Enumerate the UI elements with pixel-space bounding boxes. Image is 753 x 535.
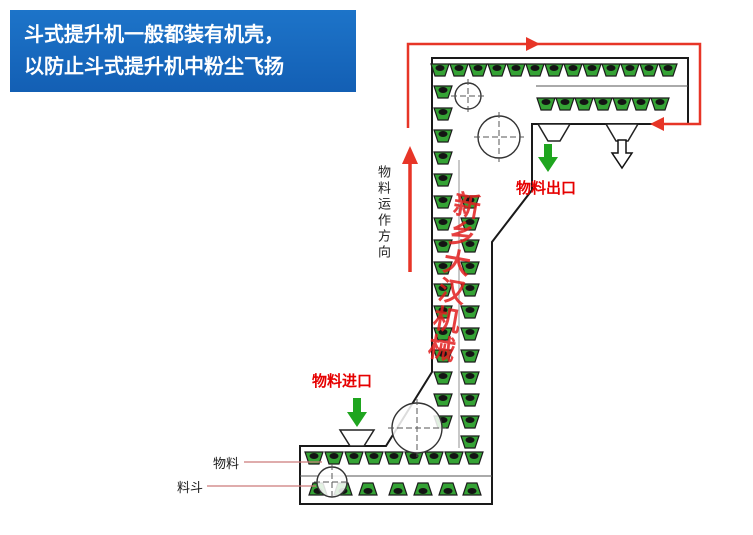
outlet-down-arrow-icon (538, 144, 558, 172)
flow-path-arrow-icon (406, 37, 702, 131)
info-box-line1: 斗式提升机一般都装有机壳， (24, 24, 284, 46)
bucket-row-bottom (304, 451, 484, 465)
material-up-arrow-icon (402, 146, 418, 272)
bucket-label: 料斗 (177, 480, 204, 495)
outlet-label: 物料出口 (516, 180, 577, 197)
inlet-label: 物料进口 (312, 373, 373, 390)
chain-wheels (314, 79, 524, 500)
outlet-funnels (536, 123, 640, 142)
info-box-line2: 以防止斗式提升机中粉尘飞扬 (24, 56, 284, 78)
inlet-funnel (338, 429, 376, 447)
hollow-down-arrow-icon (610, 139, 634, 170)
material-label: 物料 (213, 456, 240, 471)
info-box: 斗式提升机一般都装有机壳， 以防止斗式提升机中粉尘飞扬 (10, 10, 356, 92)
direction-label: 物料运作方向 (376, 165, 391, 261)
leader-lines (207, 461, 322, 487)
inlet-down-arrow-icon (347, 398, 367, 427)
